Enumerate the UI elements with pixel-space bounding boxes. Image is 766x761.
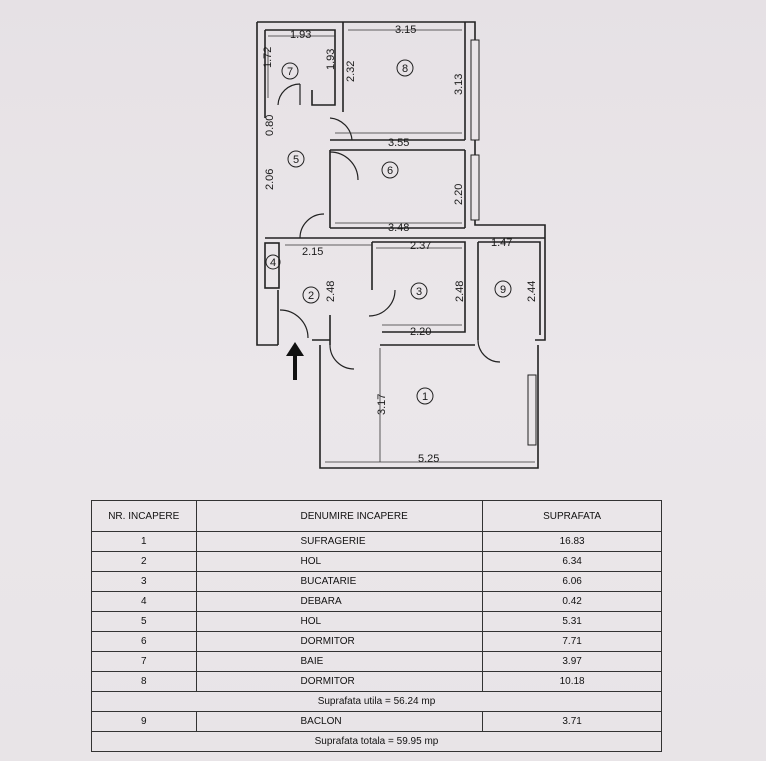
row-name: DEBARA	[195, 591, 484, 612]
dim-label: 2.20	[410, 326, 431, 338]
row-area: 3.97	[482, 651, 662, 672]
table-header-row: NR. INCAPERE DENUMIRE INCAPERE SUPRAFATA	[91, 500, 662, 532]
total-area: Suprafata totala = 59.95 mp	[91, 731, 662, 752]
row-name: HOL	[195, 551, 484, 572]
dim-label: 1.93	[290, 29, 311, 41]
room-number: 3	[416, 286, 422, 298]
room-markers	[265, 59, 512, 405]
dim-label: 3.55	[388, 137, 409, 149]
dim-label: 0.80	[264, 115, 276, 136]
row-nr: 1	[91, 531, 197, 552]
row-name: BUCATARIE	[195, 571, 484, 592]
dim-label: 2.20	[453, 184, 465, 205]
dim-label: 1.93	[325, 49, 337, 70]
useful-area: Suprafata utila = 56.24 mp	[91, 691, 662, 712]
row-name: BACLON	[195, 711, 484, 732]
table-row: 4 DEBARA 0.42	[91, 591, 662, 612]
room-area-table: NR. INCAPERE DENUMIRE INCAPERE SUPRAFATA…	[91, 500, 662, 752]
dim-label: 5.25	[418, 453, 439, 465]
entry-arrow-icon	[286, 342, 304, 380]
room-number: 7	[287, 66, 293, 78]
row-nr: 9	[91, 711, 197, 732]
table-row: 9 BACLON 3.71	[91, 711, 662, 732]
room-number: 4	[270, 257, 276, 269]
floor-plan: 1.93 3.15 1.72 1.93 2.32 3.13 0.80 3.55 …	[256, 21, 546, 469]
room-number: 9	[500, 284, 506, 296]
header-name: DENUMIRE INCAPERE	[195, 500, 484, 532]
header-nr: NR. INCAPERE	[91, 500, 197, 532]
row-nr: 3	[91, 571, 197, 592]
dim-label: 1.72	[262, 47, 274, 68]
row-name: DORMITOR	[195, 631, 484, 652]
row-area: 6.34	[482, 551, 662, 572]
room-number: 2	[308, 290, 314, 302]
table-row: 5 HOL 5.31	[91, 611, 662, 632]
table-row: 8 DORMITOR 10.18	[91, 671, 662, 692]
dim-label: 2.32	[345, 61, 357, 82]
dim-label: 2.37	[410, 240, 431, 252]
dim-label: 3.48	[388, 222, 409, 234]
walls	[256, 21, 546, 469]
table-row: 2 HOL 6.34	[91, 551, 662, 572]
row-name: HOL	[195, 611, 484, 632]
room-number: 8	[402, 63, 408, 75]
row-area: 7.71	[482, 631, 662, 652]
room-number: 1	[422, 391, 428, 403]
room-number: 6	[387, 165, 393, 177]
dim-label: 2.15	[302, 246, 323, 258]
row-area: 10.18	[482, 671, 662, 692]
total-area-row: Suprafata totala = 59.95 mp	[91, 731, 662, 752]
dim-label: 3.13	[453, 74, 465, 95]
row-name: SUFRAGERIE	[195, 531, 484, 552]
row-name: BAIE	[195, 651, 484, 672]
row-nr: 5	[91, 611, 197, 632]
row-nr: 7	[91, 651, 197, 672]
dim-label: 3.17	[376, 394, 388, 415]
windows	[470, 39, 537, 446]
row-nr: 6	[91, 631, 197, 652]
dim-label: 3.15	[395, 24, 416, 36]
outer-wall-right	[275, 21, 546, 341]
dimension-lines	[267, 29, 535, 463]
dim-label: 2.44	[526, 281, 538, 302]
row-nr: 8	[91, 671, 197, 692]
outer-wall-left	[256, 22, 278, 346]
table-row: 3 BUCATARIE 6.06	[91, 571, 662, 592]
dim-label: 2.48	[325, 281, 337, 302]
row-name: DORMITOR	[195, 671, 484, 692]
table-row: 6 DORMITOR 7.71	[91, 631, 662, 652]
row-area: 3.71	[482, 711, 662, 732]
dim-label: 1.47	[491, 237, 512, 249]
dim-label: 2.06	[264, 169, 276, 190]
useful-area-row: Suprafata utila = 56.24 mp	[91, 691, 662, 712]
table-row: 1 SUFRAGERIE 16.83	[91, 531, 662, 552]
table-row: 7 BAIE 3.97	[91, 651, 662, 672]
row-area: 0.42	[482, 591, 662, 612]
dim-label: 2.48	[454, 281, 466, 302]
header-area: SUPRAFATA	[482, 500, 662, 532]
row-area: 5.31	[482, 611, 662, 632]
row-nr: 2	[91, 551, 197, 572]
doors	[277, 83, 501, 370]
room-number: 5	[293, 154, 299, 166]
row-area: 6.06	[482, 571, 662, 592]
row-nr: 4	[91, 591, 197, 612]
row-area: 16.83	[482, 531, 662, 552]
